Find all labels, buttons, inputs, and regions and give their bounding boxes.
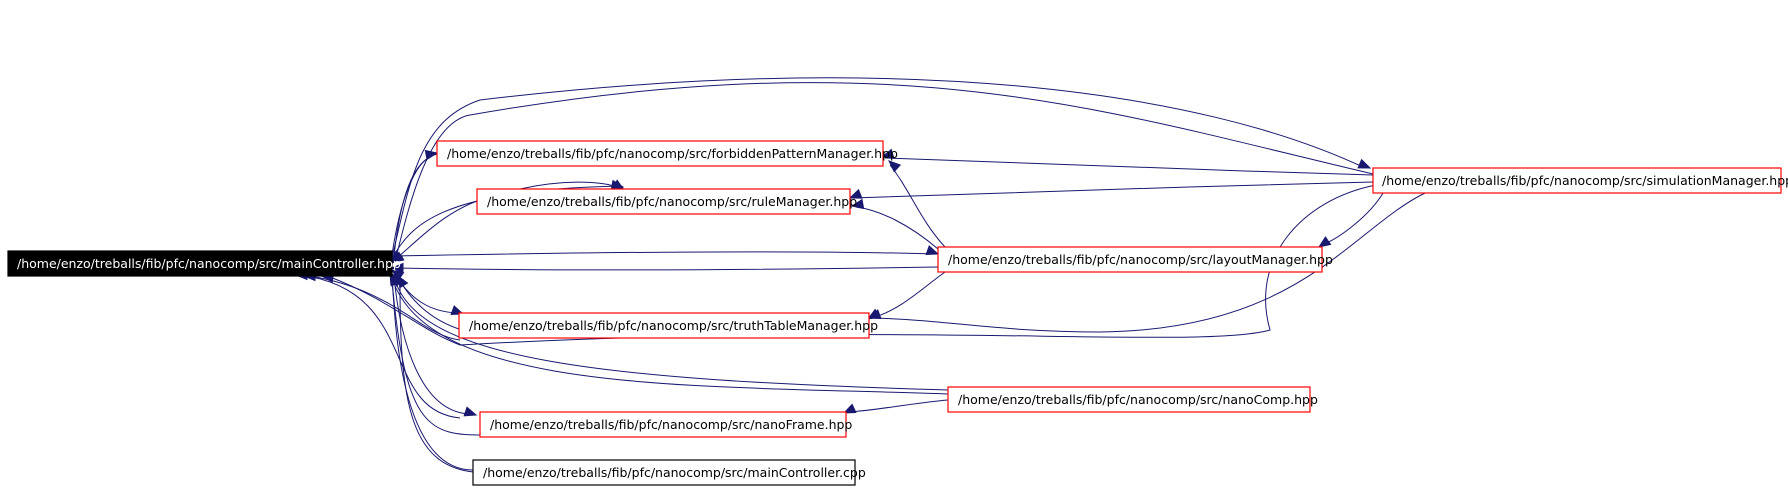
arrowheads-layer [294, 148, 1372, 417]
node-forbiddenPatternManager[interactable]: /home/enzo/treballs/fib/pfc/nanocomp/src… [436, 140, 898, 167]
edge-mainController_cpp->mainController_hpp-2 [391, 279, 474, 471]
node-simulationManager[interactable]: /home/enzo/treballs/fib/pfc/nanocomp/src… [1372, 167, 1788, 194]
node-label[interactable]: /home/enzo/treballs/fib/pfc/nanocomp/src… [958, 392, 1318, 407]
edge-simulationManager->truthTableManager [871, 192, 1426, 333]
node-mainController-hpp: /home/enzo/treballs/fib/pfc/nanocomp/src… [7, 250, 401, 277]
edge-ruleManager->mainController_hpp [396, 199, 481, 259]
arrowhead-icon [390, 269, 405, 281]
arrowhead-icon [848, 188, 863, 199]
node-box[interactable] [458, 312, 870, 339]
arrowhead-icon [925, 245, 940, 255]
edge-layoutManager->truthTableManager [871, 271, 946, 319]
node-box[interactable] [479, 411, 847, 438]
arrowhead-icon [888, 160, 902, 173]
node-box [472, 459, 856, 486]
node-layoutManager[interactable]: /home/enzo/treballs/fib/pfc/nanocomp/src… [937, 246, 1333, 273]
edge-nanoFrame->mainController_hpp [391, 279, 485, 436]
edge-nanoComp->nanoFrame [847, 399, 949, 413]
node-box[interactable] [937, 246, 1323, 273]
edge-mainController_hpp->truthTableManager [391, 269, 459, 314]
edge-mainController_hpp->forbiddenPatternManager [391, 155, 433, 256]
node-label[interactable]: /home/enzo/treballs/fib/pfc/nanocomp/src… [490, 417, 852, 432]
arrowhead-icon [390, 251, 405, 263]
arrowhead-icon [867, 309, 882, 319]
arrowhead-icon [463, 406, 478, 417]
node-box[interactable] [476, 188, 851, 215]
node-truthTableManager[interactable]: /home/enzo/treballs/fib/pfc/nanocomp/src… [458, 312, 878, 339]
arrowhead-icon [450, 305, 465, 315]
node-box[interactable] [436, 140, 884, 167]
edge-mainController_hpp->simulationManager [391, 77, 1366, 259]
arrowhead-icon [880, 148, 895, 159]
node-box[interactable] [1372, 167, 1782, 194]
edge-simulationManager->forbiddenPatternManager [884, 157, 1374, 176]
node-label[interactable]: /home/enzo/treballs/fib/pfc/nanocomp/src… [469, 318, 878, 333]
arrowhead-icon [850, 198, 865, 210]
node-box[interactable] [947, 386, 1311, 413]
node-nanoFrame[interactable]: /home/enzo/treballs/fib/pfc/nanocomp/src… [479, 411, 852, 438]
arrowhead-icon [424, 149, 439, 161]
edge-nanoComp->mainController_hpp-2 [394, 279, 949, 391]
edge-layoutManager->mainController_hpp [395, 266, 939, 271]
edge-simulationManager->mainController_hpp [395, 82, 1374, 259]
node-mainController-cpp: /home/enzo/treballs/fib/pfc/nanocomp/src… [472, 459, 866, 486]
arrowhead-icon [390, 262, 404, 274]
edge-layoutManager->ruleManager [855, 206, 939, 250]
edge-truthTableManager->mainController_hpp-2 [309, 275, 461, 341]
node-label[interactable]: /home/enzo/treballs/fib/pfc/nanocomp/src… [447, 146, 898, 161]
node-label: /home/enzo/treballs/fib/pfc/nanocomp/src… [483, 465, 866, 480]
arrowhead-icon [1317, 236, 1332, 248]
edge-nanoFrame->mainController_hpp-2 [299, 274, 461, 419]
node-label: /home/enzo/treballs/fib/pfc/nanocomp/src… [17, 256, 401, 271]
node-label[interactable]: /home/enzo/treballs/fib/pfc/nanocomp/src… [487, 194, 857, 209]
edge-nanoComp->mainController_hpp [391, 277, 949, 395]
node-ruleManager[interactable]: /home/enzo/treballs/fib/pfc/nanocomp/src… [476, 188, 857, 215]
arrowhead-icon [842, 403, 857, 414]
edge-mainController_hpp->layoutManager [391, 251, 935, 257]
node-nanoComp[interactable]: /home/enzo/treballs/fib/pfc/nanocomp/src… [947, 386, 1318, 413]
edge-simulationManager->ruleManager [851, 181, 1374, 199]
edge-mainController_hpp->nanoFrame [393, 275, 471, 415]
edge-mainController_cpp->mainController_hpp [399, 284, 474, 473]
node-label[interactable]: /home/enzo/treballs/fib/pfc/nanocomp/src… [1382, 173, 1788, 188]
edge-layoutManager->forbiddenPatternManager [889, 164, 946, 248]
node-label[interactable]: /home/enzo/treballs/fib/pfc/nanocomp/src… [948, 252, 1333, 267]
arrowhead-icon [391, 274, 404, 287]
node-box [7, 250, 393, 277]
arrowhead-icon [1357, 158, 1372, 169]
